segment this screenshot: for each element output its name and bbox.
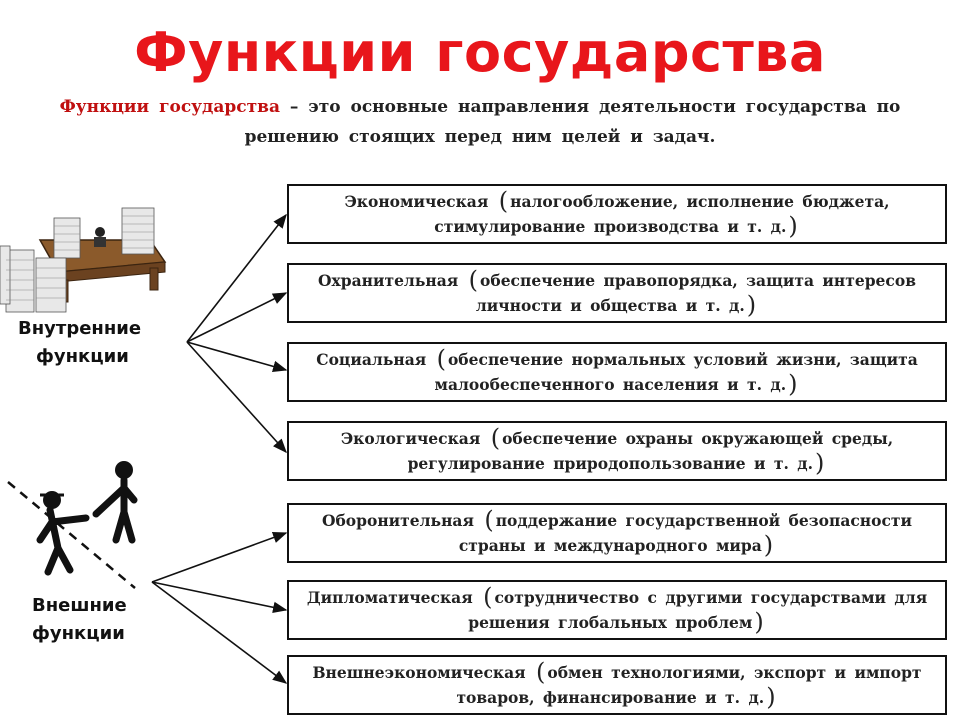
arrow: [186, 213, 287, 343]
page-title: Функции государства: [134, 21, 826, 84]
function-desc: обеспечение нормальных условий жизни, за…: [434, 350, 918, 394]
arrow: [151, 581, 288, 684]
function-name: Дипломатическая: [306, 588, 473, 607]
definition: Функции государства – это основные напра…: [10, 92, 950, 152]
function-desc: поддержание государственной безопасности…: [458, 511, 913, 555]
definition-term: Функции государства: [59, 97, 281, 117]
internal-label-line1: Внутренние: [18, 318, 142, 339]
function-name: Экономическая: [344, 192, 489, 211]
function-box-economic: Экономическая (налогообложение, исполнен…: [287, 184, 947, 244]
function-name: Экологическая: [340, 429, 481, 448]
internal-functions-label: Внутренние функции: [18, 315, 141, 371]
internal-label-line2: функции: [36, 346, 129, 367]
arrow: [186, 292, 288, 343]
function-box-foreign-economic: Внешнеэкономическая (обмен технологиями,…: [287, 655, 947, 715]
external-label-line1: Внешние: [32, 595, 127, 616]
function-box-ecological: Экологическая (обеспечение охраны окружа…: [287, 421, 947, 481]
function-desc: налогообложение, исполнение бюджета, сти…: [434, 192, 890, 236]
function-box-social: Социальная (обеспечение нормальных услов…: [287, 342, 947, 402]
function-box-diplomatic: Дипломатическая (сотрудничество с другим…: [287, 580, 947, 640]
definition-text: – это основные направления деятельности …: [244, 97, 901, 147]
function-desc: обмен технологиями, экспорт и импорт тов…: [456, 663, 922, 707]
external-functions-label: Внешние функции: [32, 592, 127, 648]
function-name: Внешнеэкономическая: [312, 663, 526, 682]
function-box-defense: Оборонительная (поддержание государствен…: [287, 503, 947, 563]
function-name: Охранительная: [318, 271, 459, 290]
function-name: Социальная: [316, 350, 427, 369]
external-arrows: [151, 532, 288, 684]
function-box-protective: Охранительная (обеспечение правопорядка,…: [287, 263, 947, 323]
arrow: [151, 581, 288, 613]
handshake-figures-icon: [7, 461, 138, 589]
arrow: [186, 341, 288, 373]
internal-arrows: [186, 213, 288, 454]
arrow: [186, 341, 287, 454]
function-name: Оборонительная: [321, 511, 474, 530]
function-desc: обеспечение правопорядка, защита интерес…: [475, 271, 916, 315]
desk-with-paper-stacks-icon: [0, 207, 167, 313]
external-label-line2: функции: [32, 623, 125, 644]
arrow: [151, 532, 288, 583]
function-desc: сотрудничество с другими государствами д…: [468, 588, 928, 632]
function-desc: обеспечение охраны окружающей среды, рег…: [407, 429, 894, 473]
